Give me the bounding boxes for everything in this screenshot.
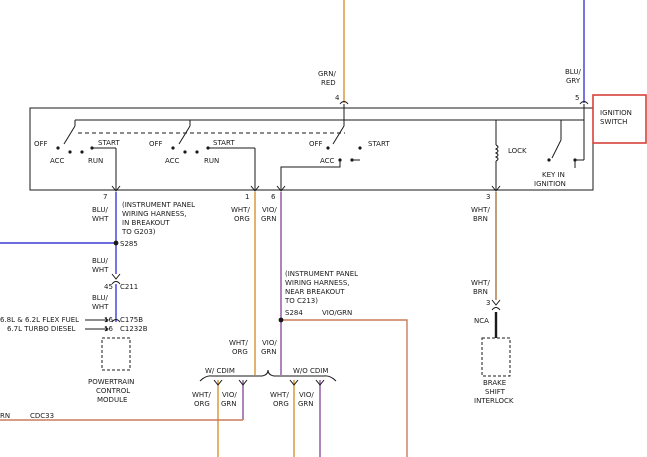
label-blu-wht-1b: WHT <box>92 215 109 223</box>
label-bsi-2: SHIFT <box>485 388 506 396</box>
label-start-1: START <box>98 139 120 147</box>
contact-dots <box>56 146 577 323</box>
label-pin-3: 3 <box>486 193 490 201</box>
label-acc-1: ACC <box>50 157 65 165</box>
label-wht-brn-1a: WHT/ <box>471 206 490 214</box>
label-start-2: START <box>213 139 235 147</box>
label-blu-wht-2b: WHT <box>92 266 109 274</box>
label-bsi-3: INTERLOCK <box>474 397 514 405</box>
label-turbo-diesel: 6.7L TURBO DIESEL <box>7 325 76 333</box>
connectors <box>85 273 511 386</box>
label-off-3: OFF <box>309 140 323 148</box>
label-pin-7: 7 <box>103 193 107 201</box>
label-grn-red-a: GRN/ <box>318 70 337 78</box>
label-s284: S284 <box>285 309 303 317</box>
label-pcm-1: POWERTRAIN <box>88 378 134 386</box>
label-acc-3: ACC <box>320 157 335 165</box>
label-cdc33: CDC33 <box>30 412 54 420</box>
label-vio-grn-2b: GRN <box>261 348 277 356</box>
label-switch: SWITCH <box>600 118 627 126</box>
label-blu-wht-2a: BLU/ <box>92 257 108 265</box>
label-rn: RN <box>0 412 10 420</box>
label-grn-red-b: RED <box>321 79 336 87</box>
note-left-3: IN BREAKOUT <box>122 219 170 227</box>
label-s285: S285 <box>120 240 138 248</box>
label-pin-45: 45 <box>104 283 113 291</box>
label-vio-grn-4b: GRN <box>298 400 314 408</box>
label-ignition: IGNITION <box>600 109 632 117</box>
label-wo-cdim: W/O CDIM <box>293 367 328 375</box>
label-blu-wht-3a: BLU/ <box>92 294 108 302</box>
ignition-switch-highlight <box>592 94 647 144</box>
label-wht-org-3a: WHT/ <box>192 391 211 399</box>
label-vio-grn-1b: GRN <box>261 215 277 223</box>
label-wht-org-2a: WHT/ <box>229 339 248 347</box>
label-w-cdim: W/ CDIM <box>205 367 235 375</box>
label-nca: NCA <box>474 317 489 325</box>
label-blu-wht-1a: BLU/ <box>92 206 108 214</box>
label-blu-wht-3b: WHT <box>92 303 109 311</box>
label-off-2: OFF <box>149 140 163 148</box>
label-vio-grn-h: VIO/GRN <box>322 309 352 317</box>
wires <box>0 0 585 457</box>
label-c211: C211 <box>120 283 138 291</box>
label-wht-org-3b: ORG <box>194 400 210 408</box>
label-pin-16b: 16 <box>104 325 113 333</box>
labels: GRN/ RED 4 BLU/ GRY 5 IGNITION SWITCH OF… <box>0 68 632 420</box>
label-run-1: RUN <box>88 157 103 165</box>
label-key-ignition: IGNITION <box>534 180 566 188</box>
label-key-in: KEY IN <box>542 171 565 179</box>
note-mid-2: WIRING HARNESS, <box>285 279 350 287</box>
label-blu-gry-a: BLU/ <box>565 68 581 76</box>
label-c175b: C175B <box>120 316 143 324</box>
label-pin-4: 4 <box>335 94 340 102</box>
label-flex-fuel: 6.8L & 6.2L FLEX FUEL <box>0 316 79 324</box>
label-wht-brn-2b: BRN <box>473 288 488 296</box>
note-mid-3: NEAR BREAKOUT <box>285 288 345 296</box>
label-vio-grn-2a: VIO/ <box>262 339 277 347</box>
label-bsi-1: BRAKE <box>483 379 506 387</box>
label-blu-gry-b: GRY <box>566 77 581 85</box>
label-vio-grn-3b: GRN <box>221 400 237 408</box>
label-pcm-3: MODULE <box>97 396 127 404</box>
label-wht-brn-2a: WHT/ <box>471 279 490 287</box>
label-vio-grn-1a: VIO/ <box>262 206 277 214</box>
label-wht-org-2b: ORG <box>232 348 248 356</box>
label-wht-brn-1b: BRN <box>473 215 488 223</box>
label-pin-1: 1 <box>245 193 249 201</box>
label-c1232b: C1232B <box>120 325 148 333</box>
label-vio-grn-4a: VIO/ <box>299 391 314 399</box>
label-pcm-2: CONTROL <box>96 387 130 395</box>
label-pin-6: 6 <box>271 193 276 201</box>
label-wht-org-4a: WHT/ <box>270 391 289 399</box>
label-vio-grn-3a: VIO/ <box>222 391 237 399</box>
note-left-1: (INSTRUMENT PANEL <box>122 201 195 209</box>
label-run-2: RUN <box>204 157 219 165</box>
label-start-3: START <box>368 140 390 148</box>
note-left-4: TO G203) <box>121 228 156 236</box>
note-mid-1: (INSTRUMENT PANEL <box>285 270 358 278</box>
ignition-switch-box <box>29 101 594 192</box>
label-off-1: OFF <box>34 140 48 148</box>
label-acc-2: ACC <box>165 157 180 165</box>
label-wht-org-1b: ORG <box>234 215 250 223</box>
label-wht-org-4b: ORG <box>273 400 289 408</box>
label-pin-3b: 3 <box>486 299 490 307</box>
label-lock: LOCK <box>508 147 527 155</box>
label-pin-16a: 16 <box>104 316 113 324</box>
wire-vio-grn-h <box>281 319 408 457</box>
label-pin-5: 5 <box>575 94 579 102</box>
note-left-2: WIRING HARNESS, <box>122 210 187 218</box>
label-wht-org-1a: WHT/ <box>231 206 250 214</box>
note-mid-4: TO C213) <box>284 297 318 305</box>
